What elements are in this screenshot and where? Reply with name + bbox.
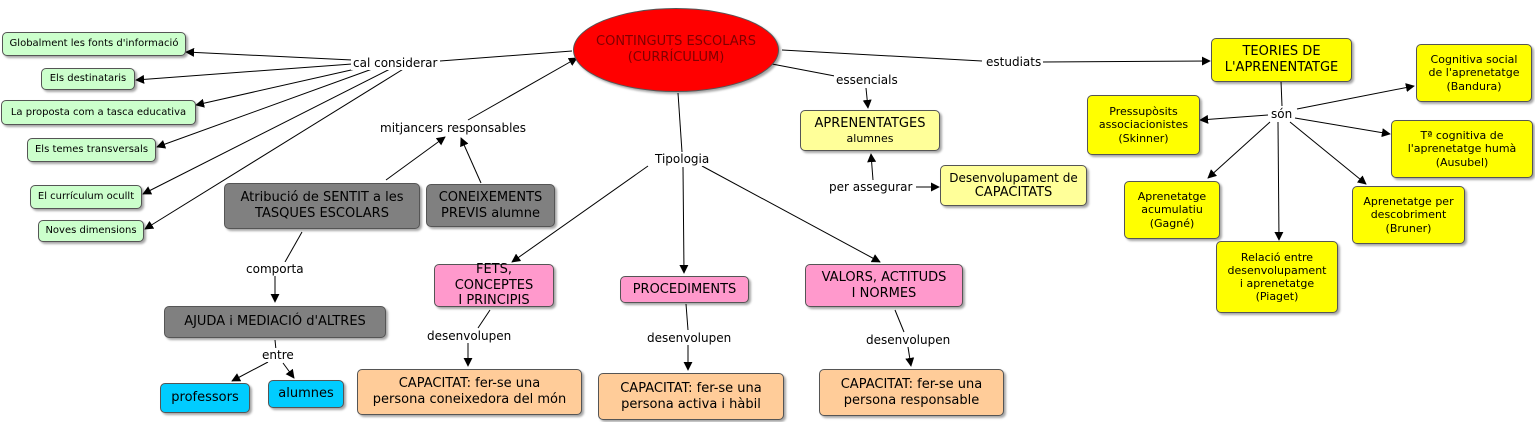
node-aprenetatge-acumulatiu: Aprenetatge acumulatiu (Gagné) — [1124, 181, 1220, 239]
link-comporta: comporta — [244, 262, 306, 276]
node-globalment-fonts: Globalment les fonts d'informació — [2, 32, 186, 56]
node-valors-actituds: VALORS, ACTITUDS I NORMES — [805, 264, 963, 307]
node-acumulatiu-line3: (Gagné) — [1149, 216, 1195, 230]
link-essencials: essencials — [834, 73, 900, 87]
node-acumulatiu-line2: acumulatiu — [1141, 203, 1203, 217]
node-continguts-escolars: CONTINGUTS ESCOLARS (CURRÍCULUM) — [573, 8, 779, 92]
node-curriculum-ocult-text: El currículum ocullt — [37, 191, 135, 202]
node-proposta-tasca-educativa-text: La proposta com a tasca educativa — [10, 106, 187, 118]
node-ajuda-mediacio: AJUDA i MEDIACIÓ d'ALTRES — [164, 306, 386, 338]
node-relacio-line1: Relació entre — [1240, 250, 1314, 264]
link-desenvolupen-procediments: desenvolupen — [645, 331, 734, 345]
node-continguts-escolars-line1: CONTINGUTS ESCOLARS — [596, 34, 756, 50]
node-curriculum-ocult: El currículum ocullt — [30, 185, 142, 209]
node-noves-dimensions-text: Noves dimensions — [45, 225, 137, 236]
node-capacitat-activa-line2: persona activa i hàbil — [621, 396, 761, 412]
node-descobriment-line1: Aprenetatge per — [1363, 195, 1454, 209]
link-desenvolupen-valors: desenvolupen — [864, 333, 953, 347]
node-coneixements-previs-line2: PREVIS alumne — [441, 205, 540, 221]
node-fets-conceptes-line2: I PRINCIPIS — [458, 293, 530, 309]
node-relacio-desenvolupament: Relació entre desenvolupament i apreneta… — [1216, 241, 1338, 313]
node-aprenetatge-descobriment: Aprenetatge per descobriment (Bruner) — [1352, 186, 1465, 244]
node-cognitiva-social-line1: Cognitiva social — [1430, 53, 1518, 67]
node-cognitiva-huma-line2: l'aprenetatge humà — [1407, 142, 1517, 156]
node-coneixements-previs-line1: CONEIXEMENTS — [438, 189, 543, 205]
link-entre: entre — [260, 348, 296, 362]
node-procediments: PROCEDIMENTS — [620, 276, 749, 303]
node-relacio-line2: desenvolupament — [1227, 263, 1327, 277]
node-capacitat-coneixedora-line2: persona coneixedora del món — [372, 392, 567, 407]
node-acumulatiu-line1: Aprenetatge — [1137, 190, 1207, 204]
link-desenvolupen-fets: desenvolupen — [425, 329, 514, 343]
node-aprenentatges-line1: APRENENTATGES — [814, 116, 926, 132]
node-capacitat-coneixedora-line1: CAPACITAT: fer-se una — [398, 376, 541, 392]
node-atribucio-sentit: Atribució de SENTIT a les TASQUES ESCOLA… — [224, 183, 420, 229]
link-per-assegurar: per assegurar — [827, 180, 915, 194]
node-valors-actituds-line2: I NORMES — [851, 285, 917, 301]
node-atribucio-sentit-line2: TASQUES ESCOLARS — [255, 206, 389, 221]
node-procediments-text: PROCEDIMENTS — [632, 281, 737, 297]
node-aprenentatges-alumnes: APRENENTATGES alumnes — [800, 110, 940, 151]
node-capacitat-activa: CAPACITAT: fer-se una persona activa i h… — [598, 373, 784, 420]
node-continguts-escolars-line2: (CURRÍCULUM) — [627, 50, 725, 65]
link-mitjancers-responsables: mitjancers responsables — [378, 121, 529, 135]
node-relacio-line3: i aprenetatge — [1239, 277, 1315, 290]
node-pressuposits-line3: (Skinner) — [1118, 131, 1169, 145]
node-globalment-fonts-text: Globalment les fonts d'informació — [9, 38, 179, 49]
node-professors-text: professors — [171, 390, 239, 406]
node-pressuposits-line1: Pressupòsits — [1109, 105, 1178, 119]
node-desenvolupament-line1: Desenvolupament de — [949, 170, 1078, 185]
node-relacio-line4: (Piaget) — [1255, 290, 1299, 304]
node-desenvolupament-capacitats: Desenvolupament de CAPACITATS — [940, 165, 1087, 206]
node-fets-conceptes: FETS, CONCEPTES I PRINCIPIS — [434, 262, 554, 309]
node-noves-dimensions: Noves dimensions — [38, 220, 144, 242]
node-alumnes: alumnes — [268, 380, 344, 408]
node-teories-aprenentatge: TEORIES DE L'APRENENTATGE — [1211, 38, 1352, 82]
node-capacitat-activa-line1: CAPACITAT: fer-se una — [620, 380, 762, 396]
node-cognitiva-huma-line3: (Ausubel) — [1435, 155, 1489, 169]
node-cognitiva-huma: Tª cognitiva de l'aprenetatge humà (Ausu… — [1391, 120, 1533, 178]
node-temes-transversals-text: Els temes transversals — [34, 144, 149, 155]
node-professors: professors — [160, 383, 250, 413]
node-coneixements-previs: CONEIXEMENTS PREVIS alumne — [426, 184, 555, 227]
node-capacitat-responsable: CAPACITAT: fer-se una persona responsabl… — [819, 369, 1004, 416]
node-fets-conceptes-line1: FETS, CONCEPTES — [454, 262, 534, 293]
node-cognitiva-social-line3: (Bandura) — [1446, 79, 1502, 93]
link-son: són — [1269, 107, 1295, 121]
node-desenvolupament-line2: CAPACITATS — [974, 184, 1053, 200]
node-pressuposits-line2: associacionistes — [1098, 118, 1189, 132]
node-descobriment-line2: descobriment — [1370, 208, 1447, 222]
node-cognitiva-social-line2: de l'aprenetatge — [1428, 66, 1520, 80]
node-capacitat-responsable-line2: persona responsable — [843, 392, 980, 408]
link-tipologia: Tipologia — [653, 152, 712, 166]
node-atribucio-sentit-line1: Atribució de SENTIT a les — [240, 190, 404, 206]
node-ajuda-mediacio-text: AJUDA i MEDIACIÓ d'ALTRES — [184, 314, 366, 330]
node-valors-actituds-line1: VALORS, ACTITUDS — [821, 269, 947, 285]
node-alumnes-text: alumnes — [278, 386, 334, 402]
node-aprenentatges-line2: alumnes — [846, 131, 894, 145]
node-teories-line1: TEORIES DE — [1242, 44, 1321, 60]
node-destinataris-text: Els destinataris — [49, 73, 127, 84]
node-pressuposits-associacionistes: Pressupòsits associacionistes (Skinner) — [1087, 95, 1200, 155]
node-destinataris: Els destinataris — [41, 68, 135, 90]
node-descobriment-line3: (Bruner) — [1385, 221, 1432, 235]
node-cognitiva-huma-line1: Tª cognitiva de — [1420, 129, 1504, 143]
link-cal-considerar: cal considerar — [351, 56, 440, 70]
node-temes-transversals: Els temes transversals — [27, 138, 156, 162]
node-capacitat-responsable-line1: CAPACITAT: fer-se una — [840, 376, 983, 392]
node-capacitat-coneixedora: CAPACITAT: fer-se una persona coneixedor… — [357, 369, 582, 415]
node-cognitiva-social: Cognitiva social de l'aprenetatge (Bandu… — [1416, 44, 1532, 102]
link-estudiats: estudiats — [984, 55, 1044, 69]
node-teories-line2: L'APRENENTATGE — [1224, 60, 1339, 75]
node-proposta-tasca-educativa: La proposta com a tasca educativa — [1, 100, 196, 125]
